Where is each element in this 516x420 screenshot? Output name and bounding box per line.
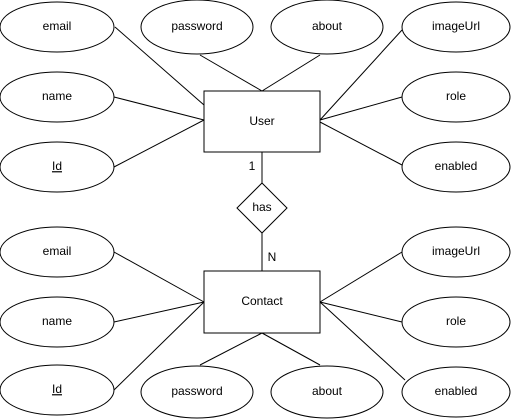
user-attribute-enabled[interactable]: enabled bbox=[401, 141, 511, 193]
edge-user-password bbox=[199, 54, 263, 92]
user-attribute-id[interactable]: Id bbox=[0, 141, 115, 193]
cardinality-user: 1 bbox=[249, 159, 256, 173]
user-entity[interactable]: User bbox=[203, 90, 321, 153]
contact-connectors bbox=[113, 251, 406, 391]
contact-attribute-enabled-label: enabled bbox=[435, 384, 478, 398]
user-attribute-about-ellipse bbox=[270, 0, 384, 55]
edge-contact-password bbox=[199, 332, 263, 366]
cardinality-contact: N bbox=[268, 250, 277, 264]
has-relationship-label: has bbox=[252, 200, 271, 214]
contact-entity-label: Contact bbox=[241, 294, 283, 308]
user-attribute-password[interactable]: password bbox=[140, 0, 254, 55]
contact-attribute-about[interactable]: about bbox=[270, 365, 384, 419]
user-attribute-imageurl-label: imageUrl bbox=[432, 19, 480, 33]
contact-attribute-password[interactable]: password bbox=[140, 365, 254, 419]
contact-attribute-imageurl[interactable]: imageUrl bbox=[401, 226, 511, 278]
contact-attribute-enabled-ellipse bbox=[401, 366, 511, 418]
user-attribute-enabled-label: enabled bbox=[435, 159, 478, 173]
user-attribute-about-label: about bbox=[312, 19, 343, 33]
user-attribute-id-ellipse bbox=[0, 141, 115, 193]
contact-attribute-id-ellipse bbox=[0, 364, 115, 416]
contact-entity-box bbox=[203, 270, 321, 334]
edge-user-imageurl bbox=[319, 29, 403, 121]
user-entity-label: User bbox=[249, 114, 274, 128]
contact-attribute-name-ellipse bbox=[0, 296, 115, 348]
edge-contact-imageurl bbox=[319, 251, 403, 303]
contact-attribute-role-ellipse bbox=[401, 296, 511, 348]
user-attribute-password-label: password bbox=[171, 19, 222, 33]
contact-attribute-password-ellipse bbox=[140, 365, 254, 419]
edge-contact-about bbox=[261, 332, 321, 366]
contact-attribute-email[interactable]: email bbox=[0, 226, 115, 278]
user-connectors bbox=[113, 26, 403, 168]
contact-attribute-email-label: email bbox=[43, 244, 72, 258]
edge-contact-id bbox=[113, 301, 205, 391]
user-attribute-email-ellipse bbox=[0, 1, 115, 53]
contact-attribute-role-label: role bbox=[446, 314, 466, 328]
contact-attribute-enabled[interactable]: enabled bbox=[401, 366, 511, 418]
user-attribute-password-ellipse bbox=[140, 0, 254, 55]
user-attribute-about[interactable]: about bbox=[270, 0, 384, 55]
user-attribute-name-label: name bbox=[42, 89, 72, 103]
user-attribute-enabled-ellipse bbox=[401, 141, 511, 193]
contact-attribute-imageurl-ellipse bbox=[401, 226, 511, 278]
user-attribute-id-label: Id bbox=[52, 159, 62, 173]
contact-attribute-name-label: name bbox=[42, 314, 72, 328]
edge-user-role bbox=[319, 96, 403, 121]
has-relationship-diamond bbox=[236, 182, 288, 234]
user-attribute-role-ellipse bbox=[401, 71, 511, 123]
edge-contact-enabled bbox=[319, 301, 406, 381]
contact-attribute-email-ellipse bbox=[0, 226, 115, 278]
user-attribute-role-label: role bbox=[446, 89, 466, 103]
edge-contact-name bbox=[113, 301, 205, 323]
contact-attribute-about-ellipse bbox=[270, 365, 384, 419]
contact-entity[interactable]: Contact bbox=[203, 270, 321, 334]
user-attribute-imageurl[interactable]: imageUrl bbox=[401, 1, 511, 53]
edge-contact-role bbox=[319, 301, 403, 323]
contact-attribute-role[interactable]: role bbox=[401, 296, 511, 348]
contact-attribute-imageurl-label: imageUrl bbox=[432, 244, 480, 258]
edge-user-email bbox=[114, 26, 205, 106]
has-relationship[interactable]: has bbox=[236, 182, 288, 234]
user-attribute-role[interactable]: role bbox=[401, 71, 511, 123]
user-attribute-imageurl-ellipse bbox=[401, 1, 511, 53]
edge-user-name bbox=[113, 96, 205, 121]
edge-user-enabled bbox=[319, 121, 403, 166]
contact-attribute-password-label: password bbox=[171, 384, 222, 398]
user-attribute-email[interactable]: email bbox=[0, 1, 115, 53]
edge-user-id bbox=[113, 119, 205, 168]
user-entity-box bbox=[203, 90, 321, 153]
user-attribute-name-ellipse bbox=[0, 71, 115, 123]
user-attribute-email-label: email bbox=[43, 19, 72, 33]
contact-attribute-name[interactable]: name bbox=[0, 296, 115, 348]
contact-attribute-about-label: about bbox=[312, 384, 343, 398]
edge-contact-email bbox=[113, 251, 205, 303]
edge-user-about bbox=[261, 54, 321, 92]
user-attribute-name[interactable]: name bbox=[0, 71, 115, 123]
contact-attribute-id[interactable]: Id bbox=[0, 364, 115, 416]
contact-attribute-id-label: Id bbox=[52, 382, 62, 396]
